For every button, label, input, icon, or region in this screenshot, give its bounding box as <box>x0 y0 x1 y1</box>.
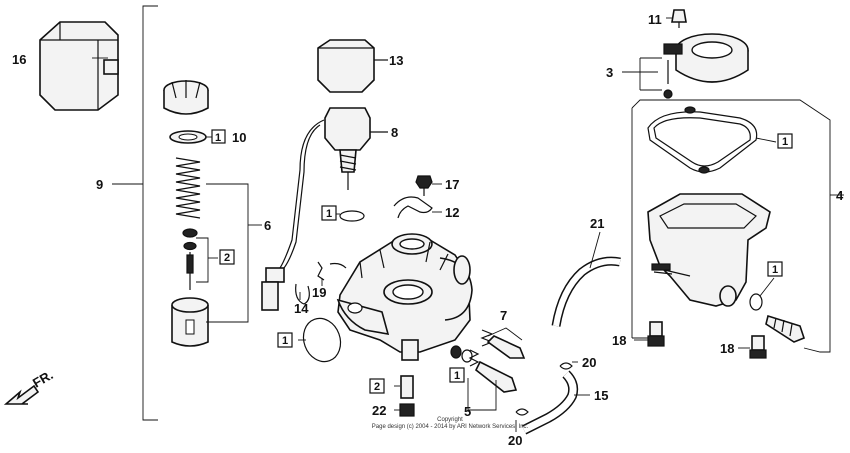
part-18-bolt-b[interactable] <box>749 335 767 359</box>
callout-8[interactable]: 8 <box>391 125 398 140</box>
part-20-clips[interactable] <box>515 362 573 416</box>
callout-15[interactable]: 15 <box>594 388 608 403</box>
svg-text:1: 1 <box>282 335 288 347</box>
part-17-screw[interactable] <box>415 175 442 196</box>
bowl-drain-washer[interactable] <box>749 293 763 311</box>
part-10-washer[interactable] <box>169 130 207 144</box>
jet-needle-clip[interactable] <box>182 228 198 290</box>
svg-text:1: 1 <box>215 132 221 144</box>
quantity-2-bracket <box>196 237 218 283</box>
svg-text:2: 2 <box>224 252 230 264</box>
flange-o-ring[interactable] <box>298 313 347 367</box>
carburetor-body[interactable] <box>329 233 473 361</box>
piston-valve-cap[interactable] <box>163 80 209 115</box>
callout-11[interactable]: 11 <box>648 12 662 27</box>
callout-14[interactable]: 14 <box>294 301 309 316</box>
callout-3[interactable]: 3 <box>606 65 613 80</box>
part-3-leader <box>622 57 662 91</box>
part-3-float[interactable] <box>663 33 749 99</box>
callout-17[interactable]: 17 <box>445 177 459 192</box>
callout-10[interactable]: 10 <box>232 130 246 145</box>
callout-7[interactable]: 7 <box>500 308 507 323</box>
callout-19[interactable]: 19 <box>312 285 326 300</box>
callout-22[interactable]: 22 <box>372 403 386 418</box>
svg-text:1: 1 <box>326 208 332 220</box>
callout-12[interactable]: 12 <box>445 205 459 220</box>
qty-box-oring[interactable]: 1 <box>321 205 337 221</box>
part-21-tube[interactable] <box>551 256 621 327</box>
callout-9[interactable]: 9 <box>96 177 103 192</box>
callout-20b[interactable]: 20 <box>508 433 522 448</box>
part-5-screw-set[interactable] <box>450 345 518 393</box>
part-7-bracket <box>487 327 523 341</box>
part-14-wire-clip[interactable] <box>295 283 310 305</box>
qty-box-screw[interactable]: 1 <box>449 367 465 383</box>
copyright-text: Page design (c) 2004 - 2014 by ARI Netwo… <box>371 424 529 430</box>
svg-text:1: 1 <box>782 136 788 148</box>
part-6-bracket <box>206 183 262 323</box>
callout-16[interactable]: 16 <box>12 52 26 67</box>
callout-4[interactable]: 4 <box>836 188 844 203</box>
quantity-boxes: 1 2 1 1 2 1 1 1 <box>211 129 793 394</box>
choke-o-ring[interactable] <box>339 210 365 222</box>
part-18-bolt-a[interactable] <box>647 321 665 347</box>
callout-21[interactable]: 21 <box>590 216 604 231</box>
callout-18b[interactable]: 18 <box>720 341 734 356</box>
front-direction-arrow: FR. <box>3 367 56 405</box>
qty-box-10[interactable]: 1 <box>211 129 226 144</box>
part-11-screw[interactable] <box>671 9 687 28</box>
callout-18a[interactable]: 18 <box>612 333 626 348</box>
callout-20a[interactable]: 20 <box>582 355 596 370</box>
qty-box-flange[interactable]: 1 <box>277 332 293 348</box>
qty-box-bowl-gasket[interactable]: 1 <box>777 133 793 149</box>
qty-box-bowl-washer[interactable]: 1 <box>767 261 783 277</box>
svg-text:1: 1 <box>772 264 778 276</box>
part-8-auto-choke[interactable] <box>324 107 388 190</box>
copyright-title: Copyright <box>437 417 463 423</box>
callout-13[interactable]: 13 <box>389 53 403 68</box>
part-5-bracket <box>467 378 497 411</box>
part-7-screw-set[interactable] <box>480 329 526 359</box>
part-6-spring[interactable] <box>175 157 201 219</box>
callout-6[interactable]: 6 <box>264 218 271 233</box>
qty-box-jet[interactable]: 2 <box>369 378 385 394</box>
throttle-piston[interactable] <box>171 297 209 347</box>
drain-screw[interactable] <box>765 314 805 343</box>
callout-5[interactable]: 5 <box>464 404 471 419</box>
part-19-screw[interactable] <box>317 261 325 281</box>
choke-wire-harness[interactable] <box>261 119 325 311</box>
part-15-tube[interactable] <box>521 370 579 435</box>
part-13-choke-cover[interactable] <box>317 39 388 93</box>
part-9-bracket <box>112 5 158 421</box>
leader-lines <box>92 17 777 432</box>
part-4-bracket <box>631 99 844 353</box>
pilot-jet-stack[interactable] <box>399 375 415 417</box>
part-12-clamp[interactable] <box>393 196 442 219</box>
qty-box-clip[interactable]: 2 <box>219 249 235 265</box>
svg-text:1: 1 <box>454 370 460 382</box>
float-bowl-gasket[interactable] <box>647 106 758 174</box>
part-16-carb-top-cap[interactable] <box>39 21 119 111</box>
float-bowl[interactable] <box>647 193 771 307</box>
callout-labels: 16 9 10 6 13 8 17 12 19 14 7 5 22 21 20 … <box>12 12 844 448</box>
copyright-notice: Copyright Page design (c) 2004 - 2014 by… <box>0 417 850 431</box>
svg-text:2: 2 <box>374 381 380 393</box>
